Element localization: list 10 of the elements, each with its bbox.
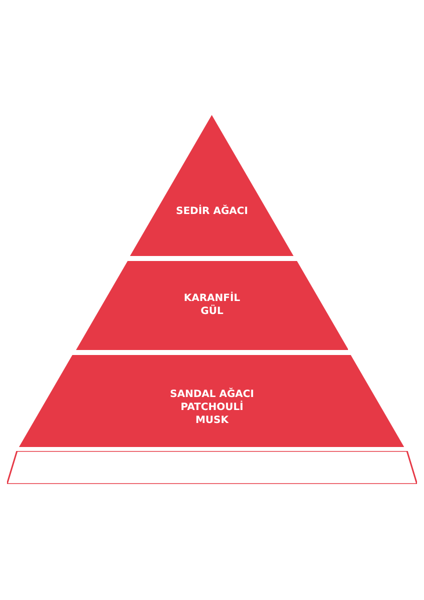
note-label: KARANFİL — [184, 292, 240, 304]
note-label: GÜL — [200, 305, 224, 318]
pyramid-tier — [76, 261, 348, 350]
pyramid-base-band — [7, 451, 417, 484]
note-label: PATCHOULİ — [180, 400, 244, 414]
pyramid-tier — [19, 355, 405, 447]
note-label: MUSK — [195, 414, 228, 426]
note-label: SANDAL AĞACI — [170, 388, 254, 400]
pyramid-tier — [130, 115, 294, 256]
note-label: SEDİR AĞACI — [176, 204, 248, 218]
